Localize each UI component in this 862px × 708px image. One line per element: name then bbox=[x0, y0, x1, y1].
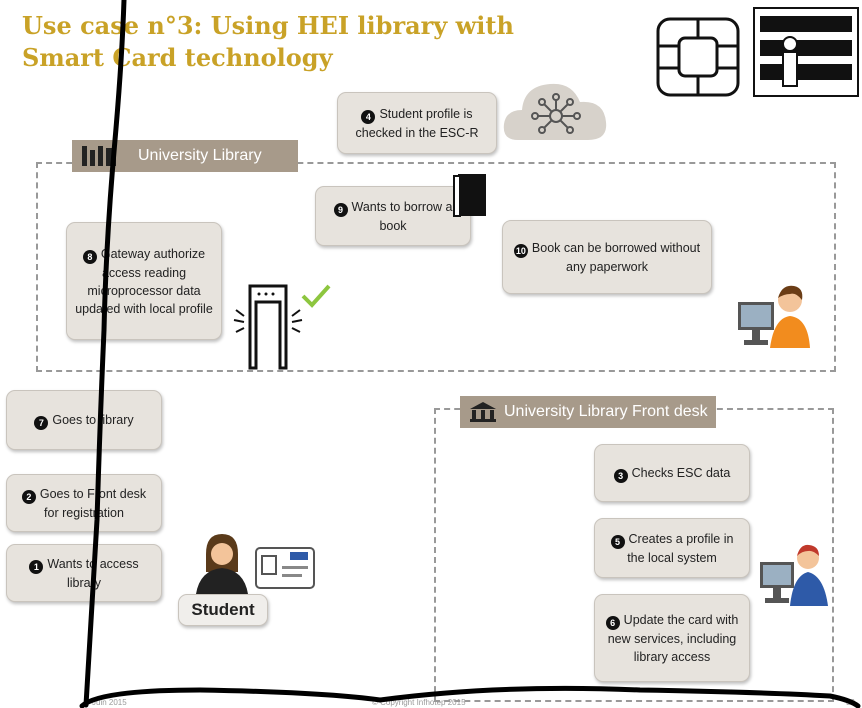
checkmark-icon bbox=[301, 284, 331, 308]
step-number: 2 bbox=[21, 489, 36, 504]
step-number: 7 bbox=[34, 415, 49, 430]
step-2-text: Goes to Front desk for registration bbox=[39, 486, 147, 520]
step-9-text: Wants to borrow a book bbox=[351, 199, 453, 233]
title-line-1: Use case n°3: Using HEI library with bbox=[22, 11, 514, 40]
chip-card-icon bbox=[656, 17, 740, 97]
step-number: 10 bbox=[513, 243, 528, 258]
step-number: 9 bbox=[333, 202, 348, 217]
step-number: 8 bbox=[82, 249, 97, 264]
step-number: 1 bbox=[29, 559, 44, 574]
security-gate-icon bbox=[233, 284, 303, 370]
front-desk-tab: University Library Front desk bbox=[460, 396, 716, 428]
footer-date: Juin 2015 bbox=[92, 698, 127, 707]
step-number: 5 bbox=[610, 534, 625, 549]
step-number: 3 bbox=[613, 468, 628, 483]
slide-title: Use case n°3: Using HEI library with Sma… bbox=[22, 10, 514, 74]
library-label: University Library bbox=[138, 147, 262, 164]
step-number: 6 bbox=[605, 615, 620, 630]
book-icon bbox=[453, 174, 486, 217]
front-desk-label: University Library Front desk bbox=[504, 403, 708, 420]
step-number: 4 bbox=[361, 109, 376, 124]
library-tab: University Library bbox=[72, 140, 298, 172]
clerk-icon bbox=[760, 544, 828, 606]
student-label: Student bbox=[191, 600, 255, 619]
library-icon bbox=[753, 7, 859, 97]
step-7-text: Goes to library bbox=[52, 412, 134, 427]
cloud-network-icon bbox=[503, 83, 607, 140]
student-label-box: Student bbox=[178, 594, 268, 626]
step-3-text: Checks ESC data bbox=[631, 465, 731, 480]
title-line-2: Smart Card technology bbox=[22, 43, 333, 72]
student-icon bbox=[196, 534, 248, 594]
library-people-icon bbox=[82, 146, 116, 166]
id-card-icon bbox=[255, 547, 315, 589]
footer-copyright: © Copyright Infhotep 2015 bbox=[372, 698, 466, 707]
step-8-text: Gateway authorize access reading micropr… bbox=[75, 246, 213, 316]
bank-building-icon bbox=[470, 402, 496, 422]
librarian-icon bbox=[738, 285, 810, 348]
step-4-text: Student profile is checked in the ESC-R bbox=[355, 106, 479, 140]
step-10-text: Book can be borrowed without any paperwo… bbox=[531, 240, 701, 274]
step-5-text: Creates a profile in the local system bbox=[627, 531, 734, 565]
step-6-text: Update the card with new services, inclu… bbox=[607, 612, 739, 664]
library-section bbox=[36, 162, 836, 372]
